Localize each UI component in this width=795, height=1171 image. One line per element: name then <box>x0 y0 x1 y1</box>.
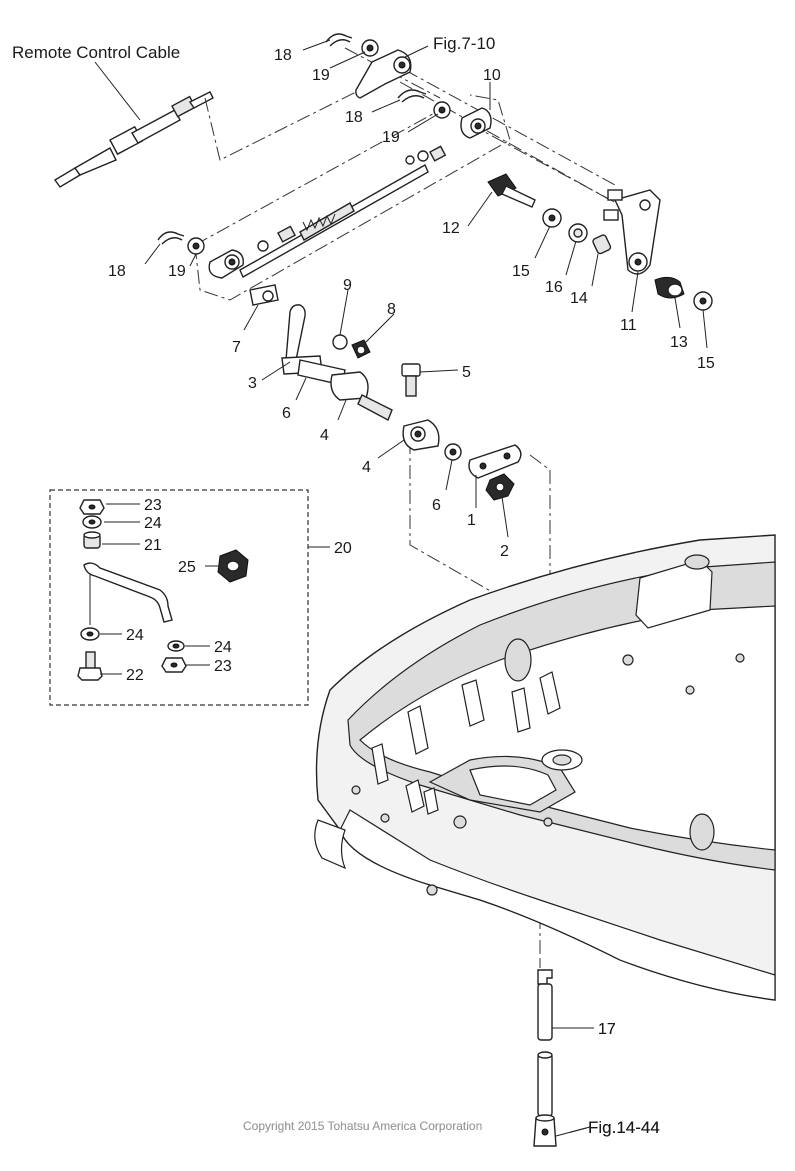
part-number-11: 11 <box>620 317 637 334</box>
part-number-15a: 15 <box>512 263 530 280</box>
part-number-18b: 18 <box>345 109 363 126</box>
part-number-4a: 4 <box>320 427 329 444</box>
part-number-25: 25 <box>178 559 196 576</box>
part-number-15b: 15 <box>697 355 715 372</box>
part-number-22: 22 <box>126 667 144 684</box>
part-number-6a: 6 <box>282 405 291 422</box>
part-number-24c: 24 <box>214 639 232 656</box>
fig-14-44-overlay: Fig.14-44 <box>588 1118 660 1137</box>
part-number-21: 21 <box>144 537 162 554</box>
part-number-24b: 24 <box>126 627 144 644</box>
part-number-4b: 4 <box>362 459 371 476</box>
fig-7-10-label: Fig.7-10 <box>433 34 495 53</box>
shift-lever-group <box>487 173 713 311</box>
labels: Remote Control Cable Fig.7-10 Fig.14-44 … <box>12 34 715 1137</box>
assembly-lines-top <box>194 47 621 1045</box>
part-number-8: 8 <box>387 301 396 318</box>
part-number-17-overlay: 17 <box>598 1021 616 1038</box>
part-number-19a: 19 <box>312 67 330 84</box>
part-number-10: 10 <box>483 67 501 84</box>
copyright-text: Copyright 2015 Tohatsu America Corporati… <box>243 1119 482 1133</box>
part-number-3: 3 <box>248 375 257 392</box>
part-number-14: 14 <box>570 290 588 307</box>
part-number-6b: 6 <box>432 497 441 514</box>
part-number-20: 20 <box>334 540 352 557</box>
part-number-23b: 23 <box>214 658 232 675</box>
part-number-19b: 19 <box>382 129 400 146</box>
part-number-17: 17 <box>598 1021 616 1038</box>
clips-and-washers <box>157 33 451 255</box>
link-rod-assembly <box>208 49 492 279</box>
part-number-24a: 24 <box>144 515 162 532</box>
fig-14-44-label: Fig.14-44 <box>588 1118 660 1137</box>
part-number-16: 16 <box>545 279 563 296</box>
part-number-9: 9 <box>343 277 352 294</box>
copyright-overlay: Copyright 2015 Tohatsu America Corporati… <box>243 1119 482 1133</box>
part-number-5: 5 <box>462 364 471 381</box>
bottom-cowl <box>314 534 776 1001</box>
part-number-19c: 19 <box>168 263 186 280</box>
part-number-23a: 23 <box>144 497 162 514</box>
shaft-assembly-17 <box>524 960 594 1150</box>
remote-cable-label: Remote Control Cable <box>12 43 180 62</box>
part-number-7: 7 <box>232 339 241 356</box>
part-number-13: 13 <box>670 334 688 351</box>
kit-box <box>49 489 309 706</box>
part-number-12: 12 <box>442 220 460 237</box>
part-number-2: 2 <box>500 543 509 560</box>
part-number-18c: 18 <box>108 263 126 280</box>
remote-control-cable <box>53 61 214 188</box>
part-number-18a: 18 <box>274 47 292 64</box>
part-number-1: 1 <box>467 512 476 529</box>
lower-lever-parts <box>249 284 522 501</box>
labels-bottom: 17 Fig.14-44 Copyright 2015 Tohatsu Amer… <box>243 1021 660 1137</box>
